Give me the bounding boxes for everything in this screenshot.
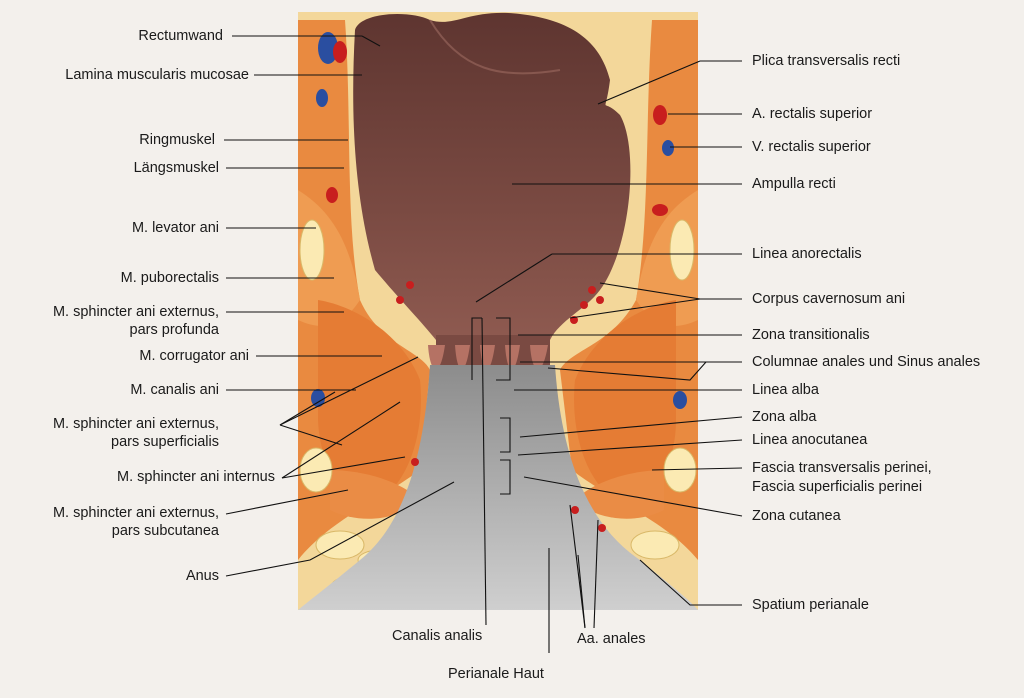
- label-zona-trans: Zona transitionalis: [752, 327, 870, 343]
- label-perianale-haut: Perianale Haut: [448, 666, 544, 682]
- label-laengsmuskel: Längsmuskel: [133, 160, 219, 176]
- left-external-sphincter: [318, 300, 421, 500]
- label-linea-alba: Linea alba: [752, 382, 819, 398]
- label-lamina: Lamina muscularis mucosae: [65, 67, 249, 83]
- label-ringmuskel: Ringmuskel: [139, 132, 215, 148]
- label-puborectalis: M. puborectalis: [120, 270, 219, 286]
- label-ext-superf-2: pars superficialis: [111, 434, 219, 450]
- left-subcutaneous: [330, 470, 420, 519]
- label-v-rectalis: V. rectalis superior: [752, 139, 871, 155]
- label-canalis-ani: M. canalis ani: [130, 382, 219, 398]
- label-plica: Plica transversalis recti: [752, 53, 901, 69]
- plica-fold: [429, 19, 561, 75]
- label-ext-profunda-2: pars profunda: [129, 322, 219, 338]
- label-zona-alba: Zona alba: [752, 409, 817, 425]
- label-anus: Anus: [185, 568, 219, 584]
- label-corpus: Corpus cavernosum ani: [752, 291, 906, 307]
- label-columnae: Columnae anales und Sinus anales: [752, 354, 981, 370]
- label-ext-subcut-1: M. sphincter ani externus,: [52, 505, 219, 521]
- label-levator: M. levator ani: [131, 220, 219, 236]
- label-aa-anales: Aa. anales: [577, 631, 646, 647]
- label-ext-subcut-2: pars subcutanea: [111, 523, 219, 539]
- label-zona-cutanea: Zona cutanea: [752, 508, 841, 524]
- label-a-rectalis: A. rectalis superior: [752, 106, 873, 122]
- label-ampulla: Ampulla recti: [752, 176, 836, 192]
- label-fascia-1: Fascia transversalis perinei,: [752, 460, 932, 476]
- label-corrugator: M. corrugator ani: [139, 348, 249, 364]
- label-canalis-analis: Canalis analis: [392, 628, 483, 644]
- label-internus: M. sphincter ani internus: [117, 469, 275, 485]
- anal-columns: [428, 335, 550, 370]
- ampulla-lumen: [353, 12, 631, 340]
- label-fascia-2: Fascia superficialis perinei: [752, 479, 923, 495]
- label-ext-profunda-1: M. sphincter ani externus,: [52, 304, 219, 320]
- label-linea-anocutanea: Linea anocutanea: [752, 432, 868, 448]
- vessels: [311, 32, 687, 532]
- leader-lines: [224, 35, 743, 653]
- label-rectumwand: Rectumwand: [138, 28, 223, 44]
- anal-canal-skin: [298, 365, 698, 610]
- label-ext-superf-1: M. sphincter ani externus,: [52, 416, 219, 432]
- label-linea-anorectalis: Linea anorectalis: [752, 246, 862, 262]
- label-spatium: Spatium perianale: [752, 597, 869, 613]
